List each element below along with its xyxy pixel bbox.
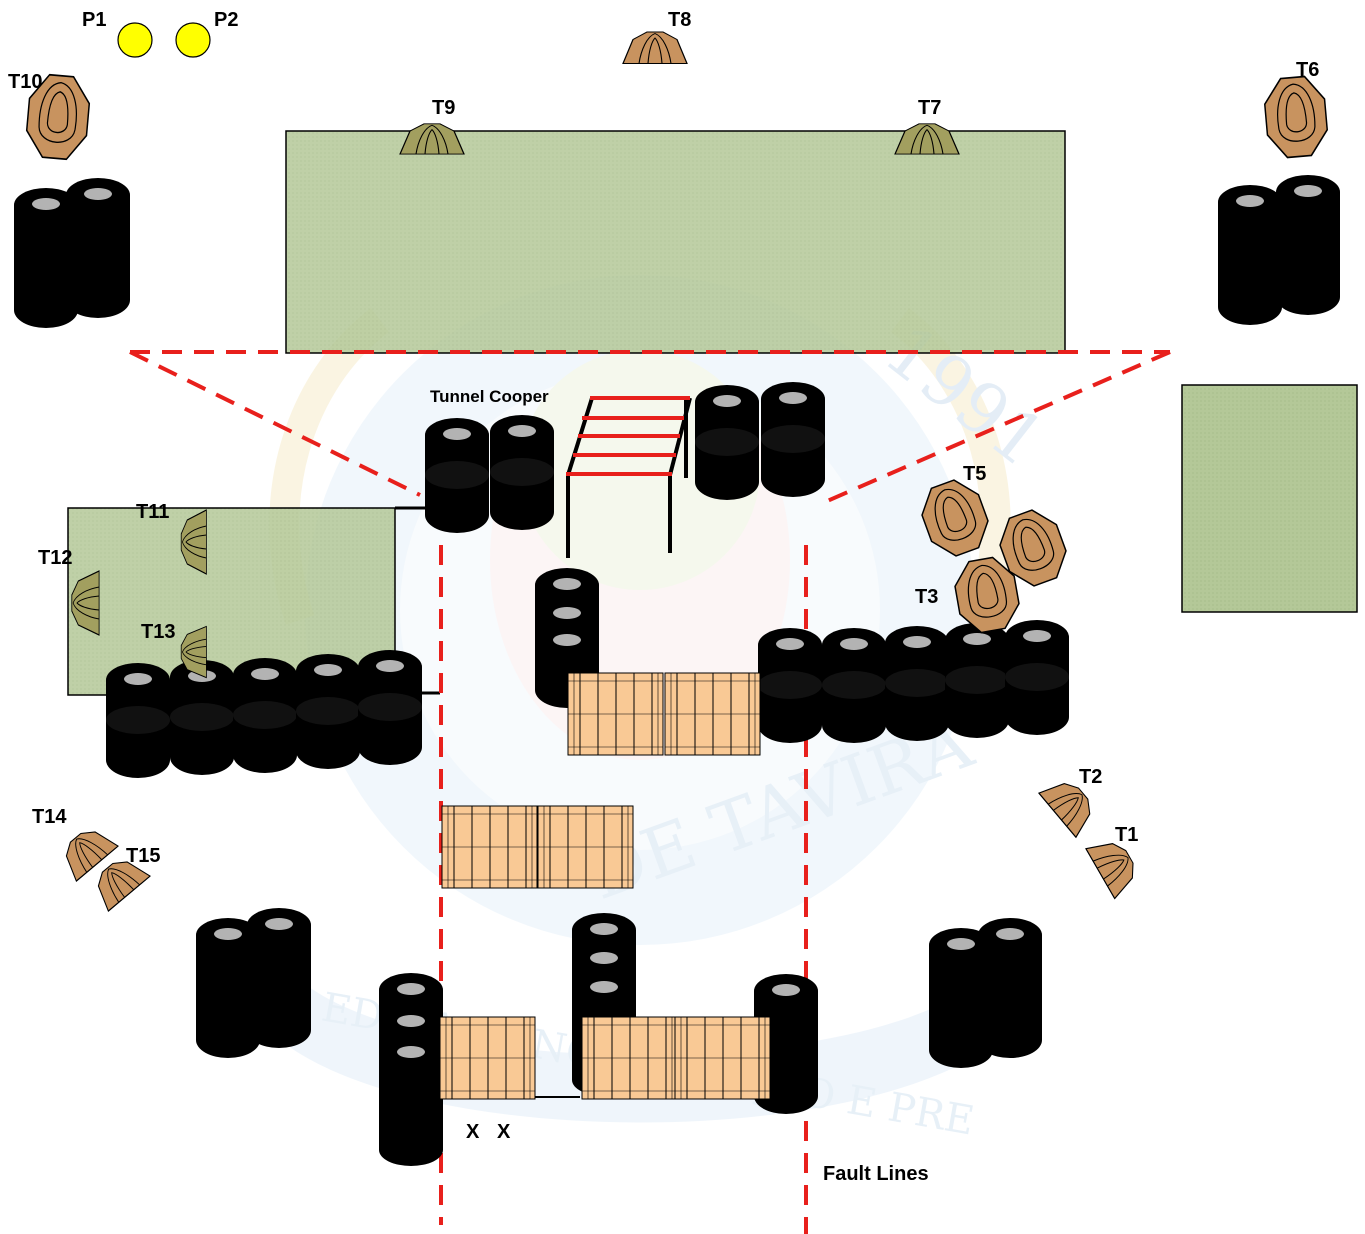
tire-stack-right-row [758, 620, 1069, 743]
label-p2: P2 [214, 9, 238, 31]
tire-stack-top-left [14, 178, 130, 328]
tire-stack-center-column [535, 568, 599, 708]
tire-stack-top-right [1218, 175, 1340, 325]
label-t6: T6 [1296, 59, 1319, 81]
tire-stack-bottom-left [196, 908, 311, 1058]
label-t7: T7 [918, 97, 941, 119]
low-target-icon [894, 123, 960, 155]
tire-stack-bottom-entry [379, 973, 443, 1166]
popper-icon [175, 22, 211, 58]
low-target-icon [399, 123, 465, 155]
label-t13: T13 [141, 621, 175, 643]
label-tunnel-cooper: Tunnel Cooper [430, 387, 549, 406]
back-wall-panel [285, 130, 1066, 354]
label-t8: T8 [668, 9, 691, 31]
low-target-icon [622, 31, 688, 65]
label-x2: X [497, 1121, 511, 1143]
label-t12: T12 [38, 547, 72, 569]
label-fault-lines: Fault Lines [823, 1163, 929, 1185]
label-t3: T3 [915, 586, 938, 608]
label-t10: T10 [8, 71, 42, 93]
pallet-wall-bottom-left [439, 1016, 536, 1100]
tire-stack-bottom-right [929, 918, 1042, 1068]
label-t14: T14 [32, 806, 67, 828]
label-x1: X [466, 1121, 480, 1143]
label-t2: T2 [1079, 766, 1102, 788]
pallet-wall-bottom-center [581, 1016, 771, 1100]
label-t11: T11 [136, 501, 169, 523]
label-t1: T1 [1115, 824, 1138, 846]
label-p1: P1 [82, 9, 106, 31]
label-t15: T15 [126, 845, 160, 867]
label-t9: T9 [432, 97, 455, 119]
steel-target-icon [1261, 74, 1331, 160]
pallet-wall-middle [441, 805, 634, 889]
popper-icon [117, 22, 153, 58]
label-t5: T5 [963, 463, 986, 485]
tire-stack-left-row [106, 650, 422, 778]
right-wall-panel [1181, 384, 1358, 613]
tunnel-frame-icon [566, 396, 692, 558]
